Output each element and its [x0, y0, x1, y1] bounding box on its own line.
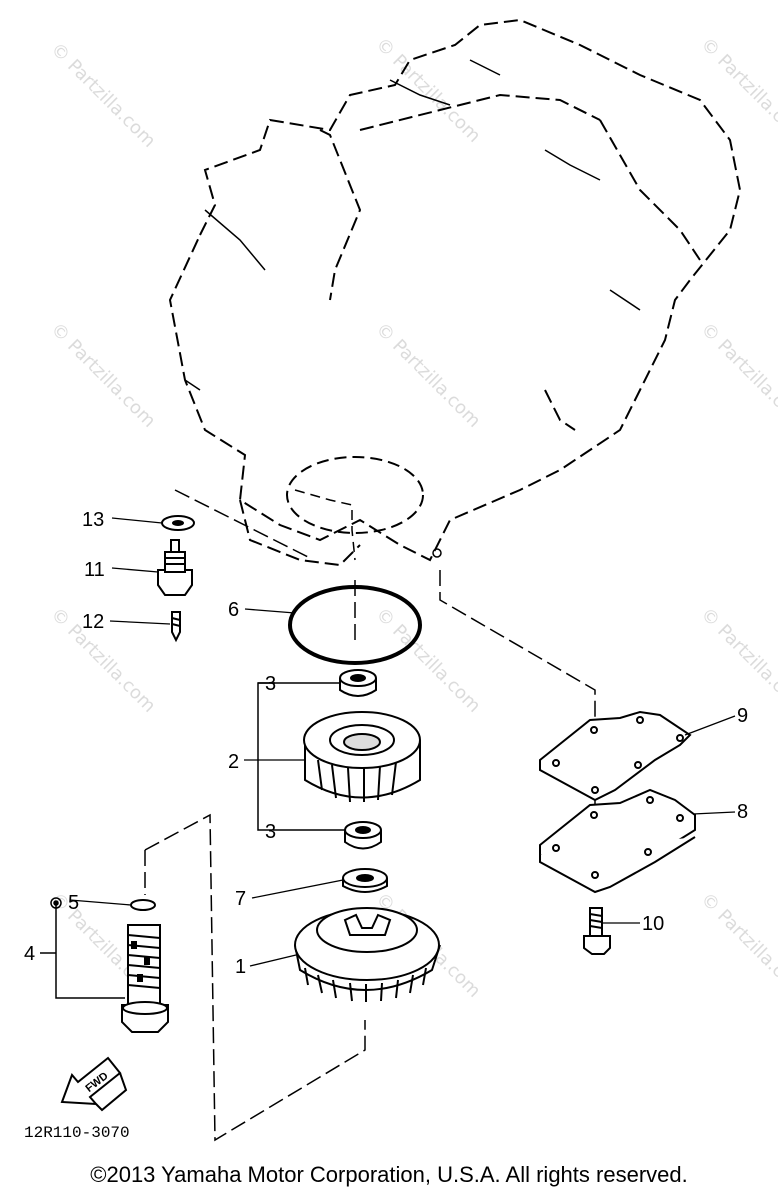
- part-5-small-o-ring: [130, 899, 156, 911]
- part-4-strainer: [121, 924, 169, 1033]
- part-7-washer: [342, 868, 388, 893]
- watermark: © Partzilla.com: [371, 34, 484, 147]
- callout-7: 7: [235, 888, 246, 910]
- watermark: © Partzilla.com: [46, 39, 159, 152]
- part-1-pump-gear: [294, 907, 441, 1002]
- callout-12: 12: [82, 611, 104, 633]
- pump-shaft-dash: [294, 489, 356, 561]
- forward-arrow: FWD: [60, 1056, 128, 1112]
- callout-10: 10: [642, 913, 664, 935]
- callout-13: 13: [82, 509, 104, 531]
- callout-6: 6: [228, 599, 239, 621]
- callout-2: 2: [228, 751, 239, 773]
- part-8-cover-plate: [539, 788, 696, 894]
- callout-3-bottom: 3: [265, 821, 276, 843]
- callout-8: 8: [737, 801, 748, 823]
- bracket-4: [40, 897, 125, 999]
- callout-1: 1: [235, 956, 246, 978]
- part-9-gasket: [539, 710, 692, 802]
- part-3-bushing-top: [339, 669, 377, 697]
- part-12-screw: [171, 611, 181, 643]
- engine-block-details: [184, 59, 641, 391]
- bracket-3: [257, 682, 345, 831]
- part-3-bushing-bottom: [344, 821, 382, 850]
- watermark: © Partzilla.com: [696, 34, 778, 147]
- watermarks: © Partzilla.com © Partzilla.com © Partzi…: [46, 34, 778, 1002]
- part-6-o-ring: [288, 585, 422, 665]
- alignment-lines: [144, 489, 596, 1142]
- callout-4: 4: [24, 943, 35, 965]
- leader-lines: [69, 517, 736, 967]
- copyright-notice: ©2013 Yamaha Motor Corporation, U.S.A. A…: [90, 1162, 688, 1187]
- watermark: © Partzilla.com: [696, 889, 778, 1002]
- part-2-rotor-gear: [303, 711, 421, 803]
- callout-11: 11: [84, 559, 105, 581]
- watermark: © Partzilla.com: [371, 604, 484, 717]
- pump-mount-outline: [286, 456, 424, 534]
- part-13-washer: [161, 515, 195, 531]
- mount-bolt-hole: [432, 548, 442, 558]
- diagram-code: 12R110-3070: [24, 1124, 130, 1142]
- watermark: © Partzilla.com: [46, 319, 159, 432]
- part-10-bolt: [583, 907, 611, 955]
- callout-9: 9: [737, 705, 748, 727]
- watermark: © Partzilla.com: [696, 319, 778, 432]
- watermark: © Partzilla.com: [371, 319, 484, 432]
- part-11-plug: [157, 539, 193, 596]
- watermark: © Partzilla.com: [696, 604, 778, 717]
- callout-3-top: 3: [265, 673, 276, 695]
- callout-5: 5: [68, 892, 79, 914]
